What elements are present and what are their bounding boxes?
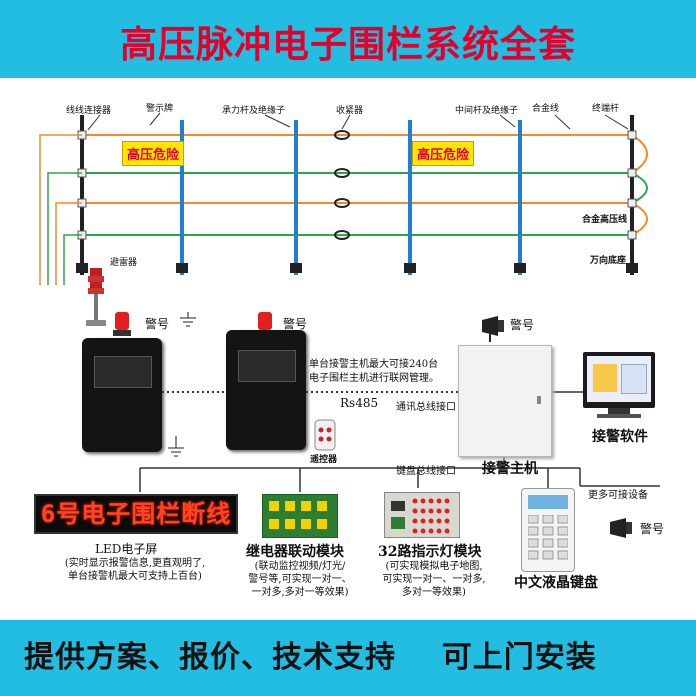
relay-component	[269, 501, 279, 511]
software-screen	[587, 356, 651, 402]
label-alloy-wire: 合金线	[532, 104, 560, 114]
label-lightning-arrester: 避雷器	[110, 258, 138, 268]
monitor-stand	[608, 408, 630, 414]
relay-component	[285, 519, 295, 529]
relay-note-line3: 一对多,多对一等效果)	[251, 587, 349, 598]
indicator-note-line3: 多对一等效果)	[402, 587, 466, 598]
fence-host-2	[226, 330, 306, 450]
end-loop-3	[631, 202, 648, 236]
page-title: 高压脉冲电子围栏系统全套	[120, 23, 576, 66]
label-tightener: 收紧器	[336, 106, 364, 116]
siren-icon	[482, 316, 504, 342]
host-label: 接警主机	[482, 461, 538, 477]
relay-note: (联动监控视频/灯光/ 警号等,可实现一对一、 一对多,多对一等效果)	[236, 560, 364, 599]
software-label: 接警软件	[592, 429, 648, 445]
relay-component	[285, 501, 295, 511]
alarm-label-4: 警号	[640, 522, 665, 536]
ground-icon	[180, 312, 196, 327]
led-title: LED电子屏	[95, 542, 158, 556]
indicator-title: 32路指示灯模块	[378, 544, 482, 560]
danger-sign-2: 高压危险	[412, 141, 475, 166]
host-lock	[537, 396, 541, 404]
label-middle-pole: 中间杆及绝缘子	[455, 106, 519, 116]
siren-icon	[610, 518, 632, 538]
led-note-line2: 单台接警机最大可支持上百台)	[68, 571, 202, 582]
label-end-pole: 终端杆	[592, 104, 620, 114]
relay-note-line1: (联动监控视频/灯光/	[254, 561, 346, 572]
footer-slogan: 提供方案、报价、技术支持 可上门安装	[24, 640, 597, 675]
rs485-label: Rs485	[340, 396, 379, 410]
label-bearing-pole: 承力杆及绝缘子	[222, 106, 286, 116]
label-terminal-connector: 线线连接器	[66, 106, 112, 116]
led-note-line1: (实时显示报警信息,更直观明了,	[64, 558, 206, 569]
label-alloy-hv-wire: 合金高压线	[582, 215, 628, 225]
remote-label: 遥控器	[310, 455, 338, 465]
alarm-label-3: 警号	[510, 318, 535, 332]
bus-connections	[139, 391, 660, 492]
relay-component	[269, 519, 279, 529]
led-display: 6号电子围栏断线	[34, 494, 238, 534]
lightning-arrester-icon	[86, 268, 106, 326]
led-note: (实时显示报警信息,更直观明了, 单台接警机最大可支持上百台)	[40, 557, 230, 583]
relay-module-board	[262, 494, 338, 538]
label-universal-base: 万向底座	[590, 256, 627, 266]
relay-component	[317, 501, 327, 511]
relay-component	[301, 501, 311, 511]
keypad-title: 中文液晶键盘	[514, 575, 598, 591]
remote-icon	[314, 419, 336, 451]
relay-title: 继电器联动模块	[246, 544, 344, 560]
keyboard-bus-label: 键盘总线接口	[396, 466, 456, 477]
indicator-leds	[391, 498, 450, 534]
network-note-line1: 单台接警主机最大可接240台	[309, 359, 439, 370]
footer-banner	[0, 620, 696, 696]
fence-host-1	[82, 338, 162, 452]
comm-bus-label: 通讯总线接口	[396, 402, 456, 413]
monitor-icon	[583, 352, 655, 408]
indicator-module-board	[384, 492, 460, 538]
relay-component	[317, 519, 327, 529]
lcd-keypad	[521, 488, 575, 572]
monitor-base	[597, 414, 641, 418]
alarm-host-cabinet	[458, 345, 552, 457]
network-note-line2: 电子围栏主机进行联网管理。	[309, 373, 439, 384]
indicator-note: (可实现模拟电子地图, 可实现一对一、一对多, 多对一等效果)	[372, 560, 496, 599]
alarm-label-1: 警号	[145, 317, 170, 331]
screen-list	[621, 364, 647, 394]
fence-host-panel	[238, 350, 296, 382]
strobe-light-icon	[113, 312, 131, 336]
relay-note-line2: 警号等,可实现一对一、	[248, 574, 352, 585]
keypad-buttons	[528, 515, 568, 560]
more-devices-label: 更多可接设备	[588, 490, 648, 501]
label-warning-sign: 警示牌	[146, 104, 174, 114]
title-banner	[0, 0, 696, 78]
keypad-lcd	[528, 495, 568, 509]
end-loop-1	[631, 134, 648, 174]
danger-sign-1: 高压危险	[122, 141, 185, 166]
relay-component	[301, 519, 311, 529]
indicator-note-line1: (可实现模拟电子地图,	[385, 561, 483, 572]
fence-host-panel	[94, 356, 152, 388]
indicator-note-line2: 可实现一对一、一对多,	[382, 574, 486, 585]
ground-icon	[168, 436, 184, 457]
alarm-label-2: 警号	[283, 317, 308, 331]
screen-map	[593, 364, 617, 392]
